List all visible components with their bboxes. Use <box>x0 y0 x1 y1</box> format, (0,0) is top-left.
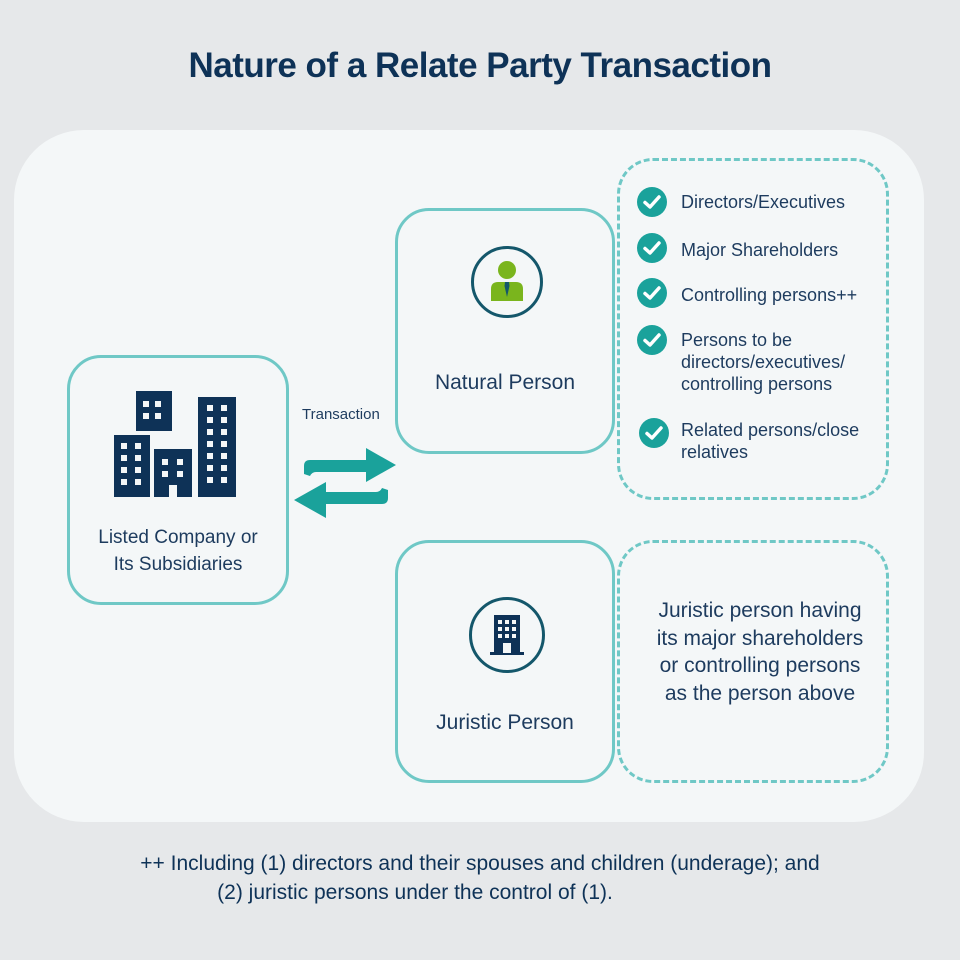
footnote: ++ Including (1) directors and their spo… <box>0 849 960 907</box>
list-item-text: controlling persons <box>681 374 833 394</box>
page-title: Nature of a Relate Party Transaction <box>188 46 772 85</box>
listed-company-label-line1: Listed Company or <box>98 527 258 548</box>
natural-person-label: Natural Person <box>434 371 576 394</box>
person-icon <box>471 246 543 318</box>
transaction-label: Transaction <box>302 406 380 423</box>
office-buildings-icon <box>114 391 236 497</box>
swap-arrows-icon <box>294 448 396 518</box>
juristic-person-box: Juristic Person <box>395 540 615 783</box>
check-icon <box>637 187 667 217</box>
footnote-line1: ++ Including (1) directors and their spo… <box>140 852 820 875</box>
check-icon <box>639 418 669 448</box>
juristic-person-description: Juristic person having its major shareho… <box>622 597 898 707</box>
list-item-text: directors/executives/ <box>681 352 846 372</box>
list-item-text: relatives <box>681 442 749 462</box>
list-item-text: Major Shareholders <box>681 240 839 260</box>
building-icon <box>469 597 545 673</box>
list-item-controlling-persons: Controlling persons++ <box>681 284 857 306</box>
list-item-persons-to-be: Persons to be directors/executives/ cont… <box>681 329 845 395</box>
footnote-line2: (2) juristic persons under the control o… <box>217 881 613 904</box>
list-item-text: Persons to be <box>681 330 793 350</box>
juristic-person-description-box <box>617 540 889 783</box>
description-line: as the person above <box>664 681 856 705</box>
juristic-person-label: Juristic Person <box>436 711 574 734</box>
list-item-major-shareholders: Major Shareholders <box>681 239 838 261</box>
listed-company-label: Listed Company or Its Subsidiaries <box>70 524 286 578</box>
listed-company-label-line2: Its Subsidiaries <box>113 554 243 575</box>
check-icon <box>637 325 667 355</box>
description-line: or controlling persons <box>659 654 861 677</box>
list-item-text: Related persons/close <box>681 420 860 440</box>
check-icon <box>637 233 667 263</box>
description-line: its major shareholders <box>656 626 864 650</box>
check-icon <box>637 278 667 308</box>
list-item-directors-executives: Directors/Executives <box>681 191 845 213</box>
natural-person-box: Natural Person <box>395 208 615 454</box>
listed-company-box: Listed Company or Its Subsidiaries <box>67 355 289 605</box>
list-item-text: Controlling persons++ <box>681 285 858 305</box>
list-item-text: Directors/Executives <box>681 192 846 212</box>
description-line: Juristic person having <box>658 599 862 622</box>
list-item-related-persons: Related persons/close relatives <box>681 419 859 463</box>
